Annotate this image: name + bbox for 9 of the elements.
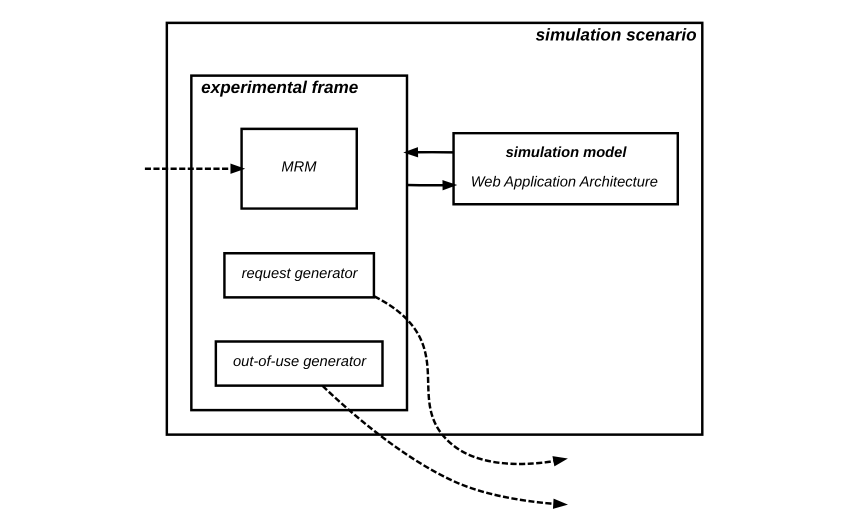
arrow [403,147,454,158]
node-box: simulation model Web Application Architecture [452,132,680,206]
node-box: out-of-use generator [214,340,384,387]
arrow [144,164,246,174]
node-box: request generator [223,252,376,299]
arrow [406,180,458,190]
arrow [374,295,568,466]
arrow [322,385,568,509]
node-box: MRM [240,128,358,210]
